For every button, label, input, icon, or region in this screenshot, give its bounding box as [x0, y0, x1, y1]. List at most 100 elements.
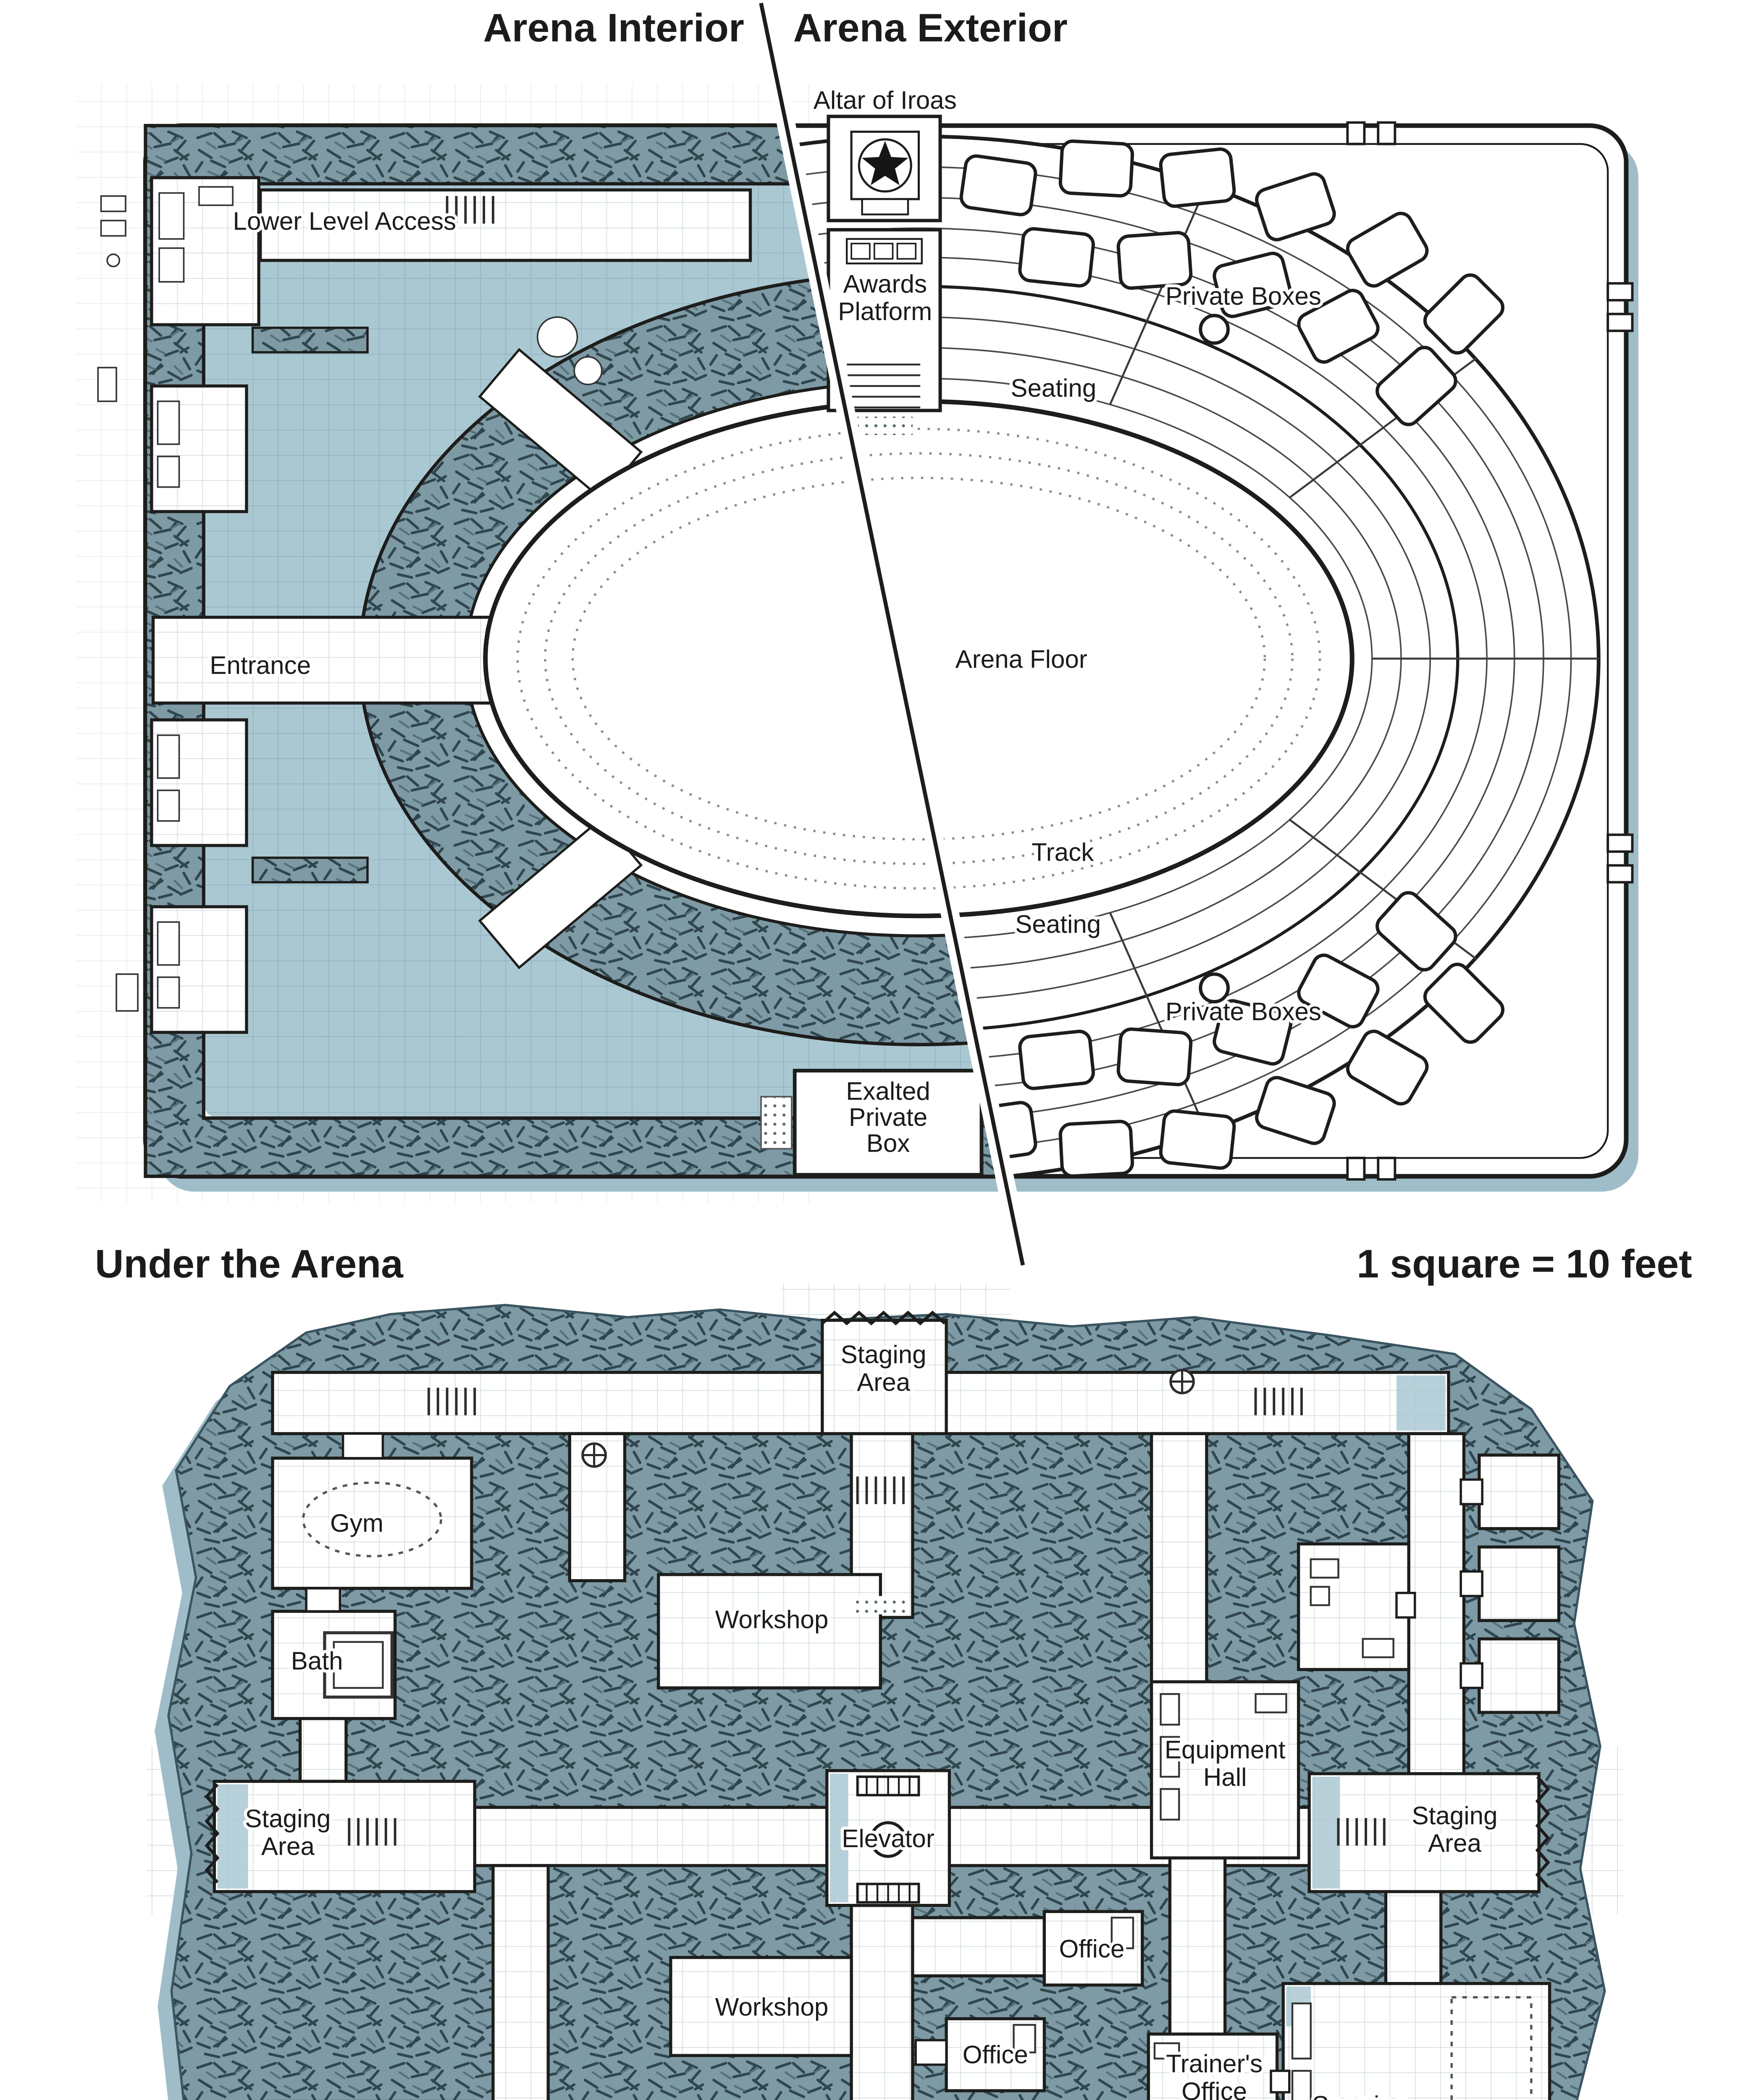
divider-line [759, 3, 1025, 1266]
room-cell [1478, 1453, 1561, 1530]
title-arena-exterior: Arena Exterior [793, 5, 1068, 50]
corridor [1150, 1432, 1208, 1687]
title-under-the-arena: Under the Arena [95, 1242, 404, 1286]
label-staging-right-2: Area [1428, 1829, 1482, 1857]
door [1460, 1478, 1483, 1505]
platform-stairs-icon [847, 363, 921, 409]
label-awards-platform-2: Platform [838, 297, 932, 326]
label-awards-platform-1: Awards [843, 270, 927, 298]
room-furniture [97, 186, 603, 1012]
label-seating-top: Seating [1011, 374, 1096, 402]
blue-accents [217, 1375, 1446, 2026]
arena-floor-shape [483, 399, 1354, 919]
door [1460, 1570, 1483, 1597]
label-track: Track [1032, 838, 1094, 866]
label-arena-floor: Arena Floor [956, 645, 1087, 673]
private-boxes-bottom-cluster [960, 888, 1507, 1176]
iroas-star-icon [861, 141, 908, 185]
wall-crenellations [1346, 121, 1634, 1181]
private-boxes-top-cluster [960, 141, 1507, 429]
room-sparring [1281, 1982, 1551, 2100]
room-staging-right [1307, 1772, 1541, 1893]
label-office-1: Office [1059, 1935, 1124, 1963]
drain-icon [583, 1444, 606, 1467]
room-cell [1478, 1545, 1561, 1622]
bath-tub-inner [333, 1641, 384, 1689]
corridor-left-mid [473, 1806, 829, 1867]
corridor [298, 1717, 348, 1783]
altar-circle [858, 138, 912, 193]
podium [845, 238, 923, 265]
room-staging-left [213, 1780, 476, 1893]
room-cell [1478, 1637, 1561, 1714]
label-office-2: Office [963, 2040, 1028, 2068]
wall-stub [251, 856, 369, 884]
title-arena-interior: Arena Interior [483, 5, 744, 50]
wall-stub [251, 326, 369, 354]
scale-note: 1 square = 10 feet [1357, 1242, 1692, 1286]
altar-step [861, 198, 909, 215]
labels: Arena Interior Arena Exterior Altar of I… [91, 2, 1696, 2100]
label-exalted-1: Exalted [846, 1077, 930, 1105]
door [305, 1587, 341, 1613]
podium-step [850, 243, 871, 260]
door [1460, 1662, 1483, 1689]
under-arena-map [147, 1284, 1623, 2100]
corridor [911, 1916, 1046, 1978]
doors [305, 1432, 1483, 2094]
corridor [1384, 1890, 1443, 1988]
stair-threshold [857, 416, 913, 435]
corridor-left-v [491, 1864, 550, 2100]
sparring-mat [1450, 1996, 1533, 2100]
label-staging-left-2: Area [261, 1832, 315, 1860]
label-workshop-bottom: Workshop [715, 1993, 829, 2021]
label-seating-bottom: Seating [1015, 910, 1101, 938]
corridor-center-low [850, 1904, 914, 2100]
corridor [1168, 1856, 1227, 2039]
label-exalted-2: Private [849, 1103, 927, 1131]
arena-floor-group [483, 399, 1354, 919]
label-bath: Bath [291, 1647, 343, 1675]
label-altar-of-iroas: Altar of Iroas [814, 86, 957, 114]
ramp-zigzags [205, 1310, 1550, 1888]
label-trainers-office-1: Trainer's [1166, 2050, 1263, 2078]
door [914, 2039, 948, 2066]
label-staging-left-1: Staging [245, 1805, 331, 1833]
left-rooms [150, 176, 752, 1034]
label-entrance: Entrance [210, 651, 311, 680]
elevator-icon [856, 1775, 920, 1904]
lower-level-access-corridor [259, 188, 752, 262]
room-workshop-top [657, 1573, 882, 1690]
stair-threshold [760, 1096, 793, 1150]
label-lower-level-access: Lower Level Access [233, 207, 457, 235]
room-workshop-bottom [669, 1956, 853, 2057]
label-elevator: Elevator [842, 1824, 934, 1853]
stair-threshold [854, 1596, 910, 1614]
label-trainers-office-2: Office [1181, 2077, 1247, 2100]
label-gym-top: Gym [330, 1509, 383, 1537]
label-staging-top-2: Area [857, 1368, 911, 1396]
podium-step [873, 243, 894, 260]
corridor-right-v [1407, 1432, 1466, 1782]
exalted-private-box-group [760, 1068, 984, 1177]
door [1270, 2069, 1291, 2094]
gym-mat [302, 1481, 442, 1557]
label-sparring: Sparring [1312, 2091, 1407, 2100]
label-workshop-top: Workshop [715, 1606, 829, 1634]
label-staging-right-1: Staging [1412, 1801, 1498, 1830]
label-equipment-hall-1: Equipment [1165, 1736, 1286, 1764]
exalted-private-box-room [793, 1068, 984, 1177]
label-staging-top-1: Staging [841, 1341, 927, 1369]
label-equipment-hall-2: Hall [1203, 1763, 1247, 1791]
label-private-boxes-top: Private Boxes [1166, 282, 1321, 310]
small-furniture [323, 1558, 1394, 2100]
podium-step [896, 243, 917, 260]
label-private-boxes-bottom: Private Boxes [1166, 998, 1321, 1026]
entrance-corridor [151, 616, 499, 705]
drain-icon [1171, 1370, 1194, 1393]
track-rings [516, 428, 1321, 890]
corridors [271, 1370, 1466, 2100]
label-exalted-3: Box [866, 1129, 910, 1157]
